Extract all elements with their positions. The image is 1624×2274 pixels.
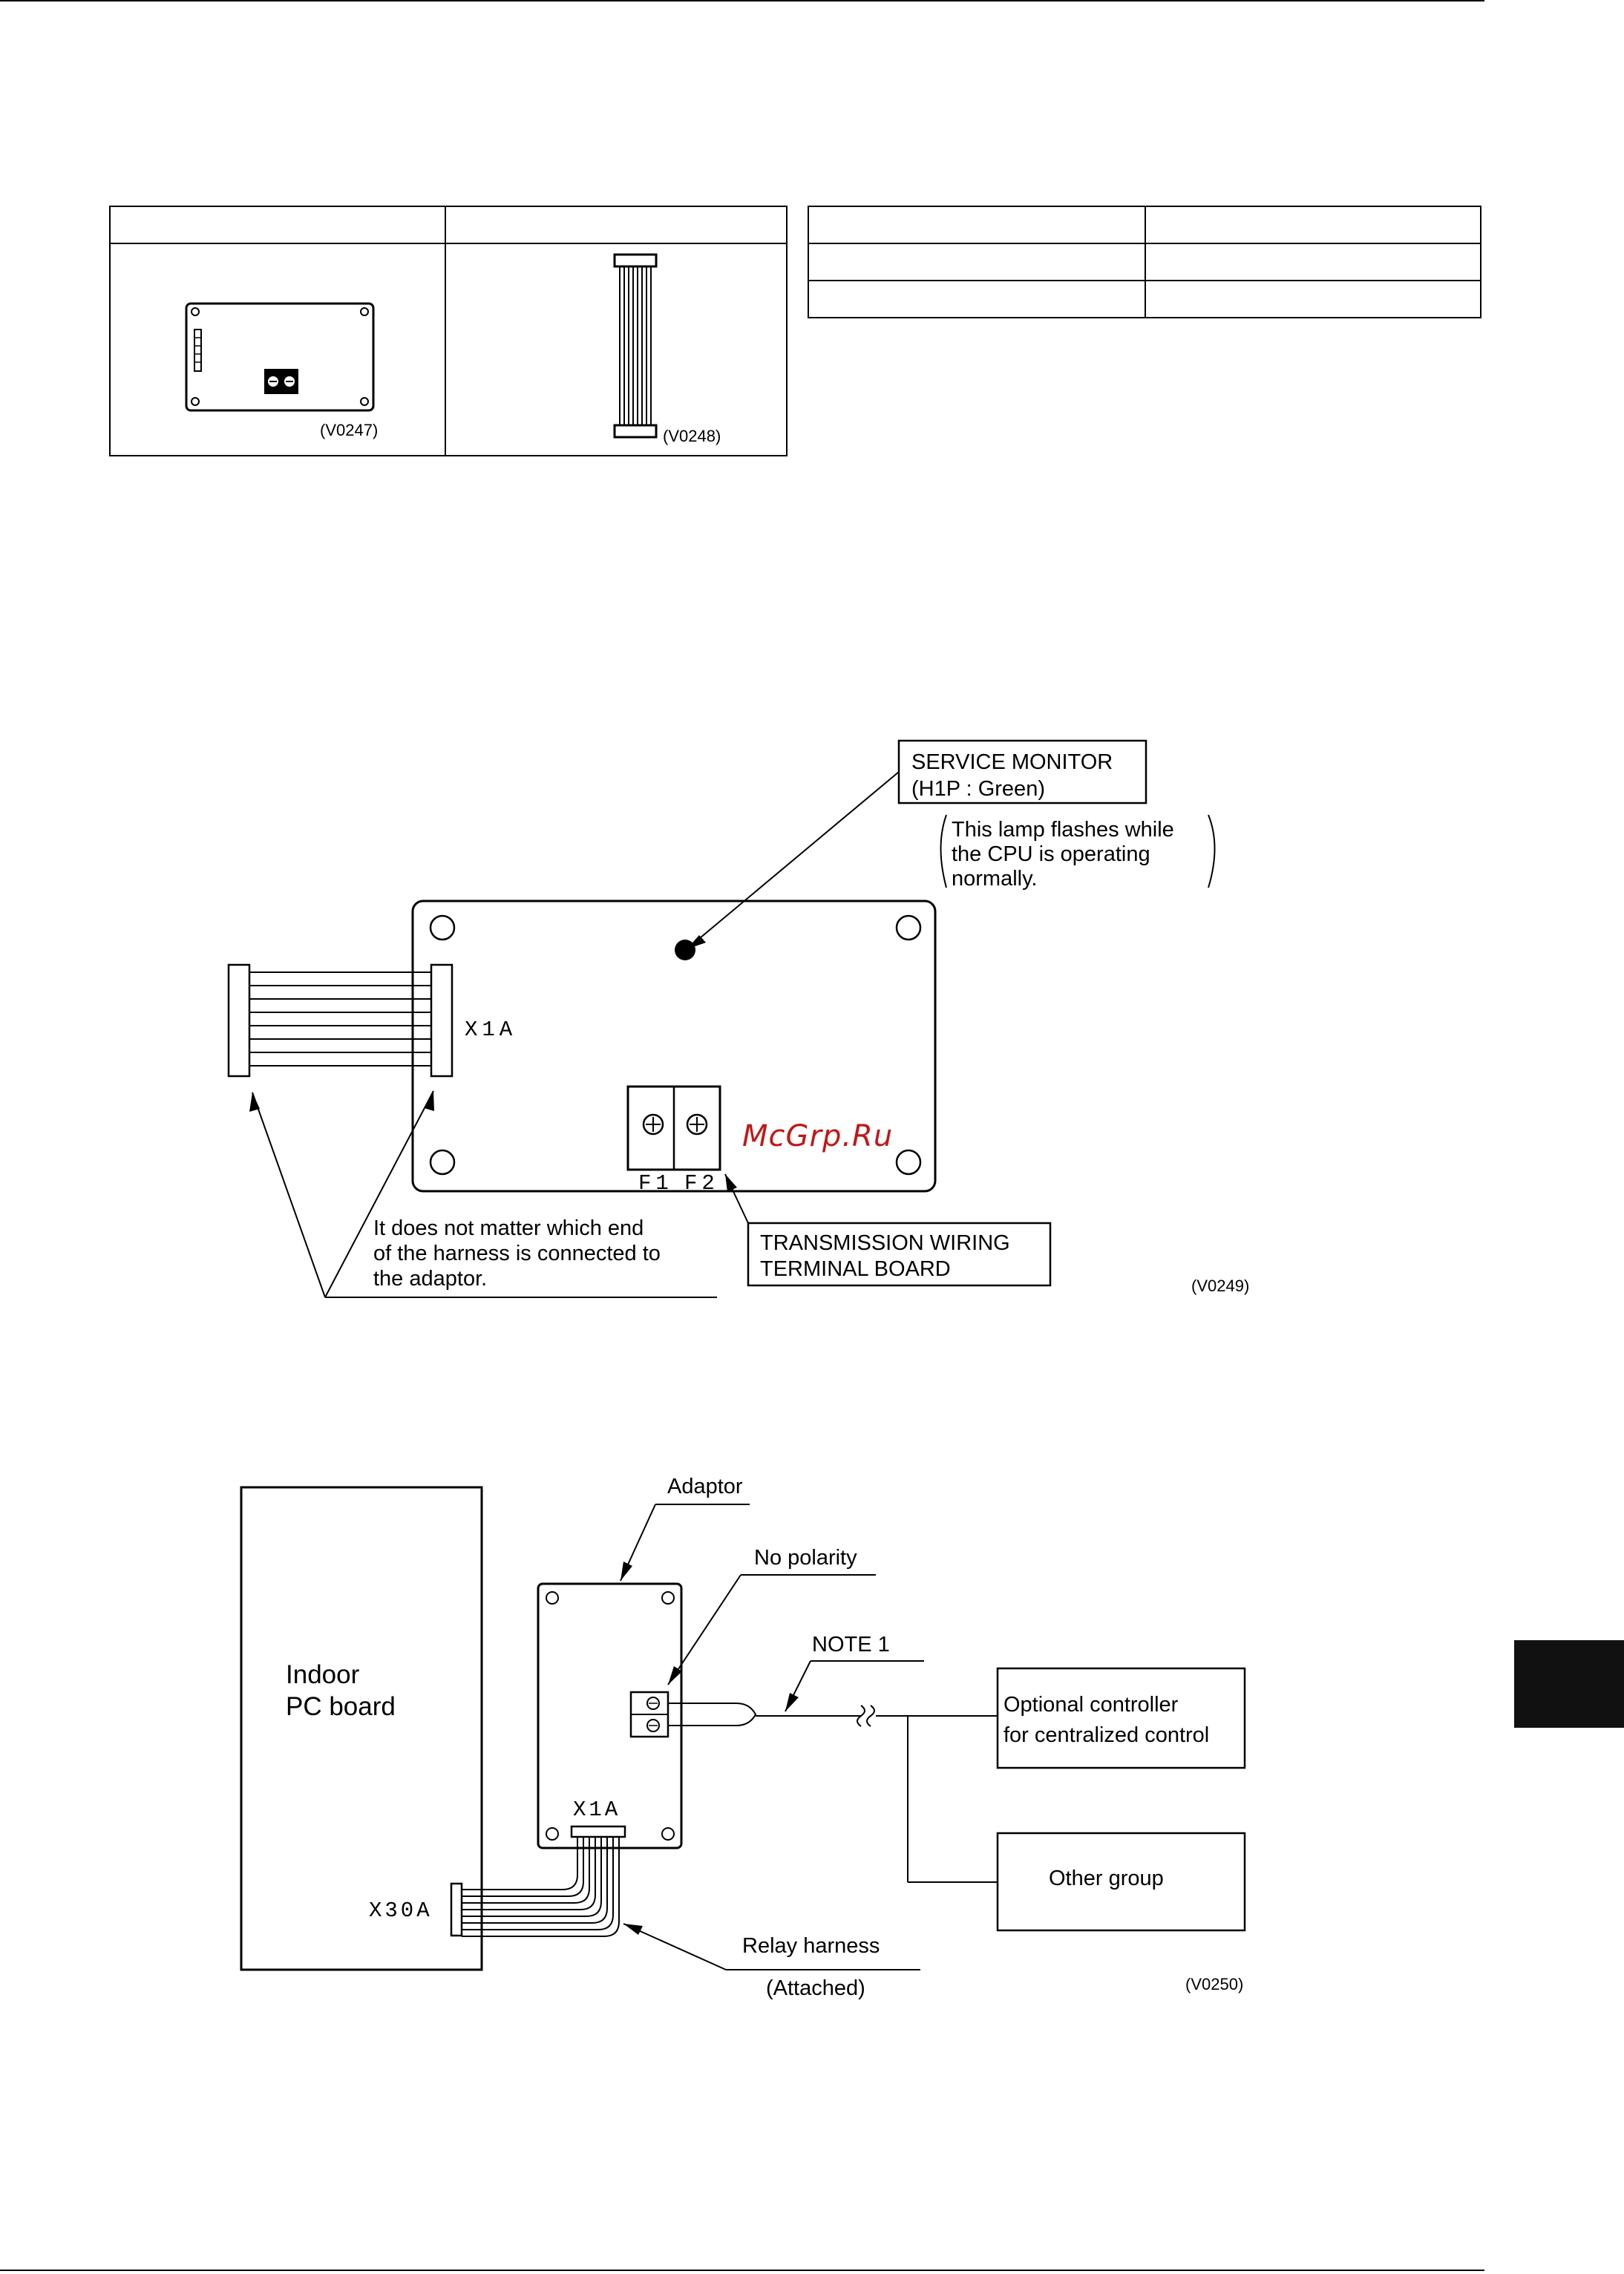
adaptor-pcb-image — [185, 302, 375, 412]
relay-harness-sublabel: (Attached) — [766, 1976, 865, 2000]
adaptor-pcb — [411, 900, 937, 1193]
adaptor-figure-code: (V0247) — [320, 421, 379, 439]
parts-cell-harness: (V0248) — [445, 243, 788, 456]
spec-cell — [808, 206, 1146, 244]
chapter-tab — [1514, 1640, 1624, 1728]
terminal-board-label: TRANSMISSION WIRING — [760, 1231, 1010, 1255]
indoor-board-label: Indoor — [286, 1660, 360, 1689]
harness-note-line: of the harness is connected to — [373, 1242, 661, 1265]
harness-figure-code: (V0248) — [663, 427, 721, 445]
harness-wires — [249, 971, 431, 1066]
connector-x30a-label: X30A — [369, 1898, 433, 1923]
footer-rule — [0, 2270, 1484, 2271]
optional-controller-label: Optional controller — [1003, 1693, 1179, 1717]
other-group-box — [996, 1832, 1246, 1932]
spec-cell — [808, 243, 1146, 281]
service-monitor-led — [675, 940, 695, 960]
optional-controller-box — [996, 1667, 1246, 1769]
parts-header-harness — [445, 206, 788, 244]
transmission-wire — [668, 1703, 757, 1726]
watermark-text: McGrp.Ru — [742, 1119, 894, 1153]
adaptor-board — [537, 1582, 683, 1849]
figure-code-v0249: (V0249) — [1191, 1277, 1249, 1295]
figure-code-v0250: (V0250) — [1185, 1975, 1243, 1993]
note1-label: NOTE 1 — [812, 1633, 890, 1657]
no-polarity-label: No polarity — [754, 1546, 857, 1570]
connector-x1a — [430, 963, 454, 1078]
parts-cell-adaptor: (V0247) — [109, 243, 446, 456]
indoor-pc-board — [240, 1486, 483, 1971]
optional-controller-label: for centralized control — [1003, 1723, 1209, 1747]
terminal-f1-label: F1 — [638, 1171, 673, 1196]
connector-x30a — [450, 1882, 463, 1937]
service-monitor-sublabel: (H1P : Green) — [911, 777, 1045, 801]
harness-note-line: It does not matter which end — [373, 1216, 644, 1240]
header-rule — [0, 0, 1484, 1]
adaptor-label: Adaptor — [667, 1475, 743, 1498]
parts-table: (V0247) (V0248) — [109, 206, 788, 456]
spec-cell — [1145, 206, 1481, 244]
indoor-board-label: PC board — [286, 1692, 396, 1721]
parts-header-adaptor — [109, 206, 446, 244]
lamp-note-line: normally. — [952, 867, 1038, 891]
lamp-note-line: This lamp flashes while — [952, 818, 1174, 842]
spec-cell — [1145, 243, 1481, 281]
terminal-board-label: TERMINAL BOARD — [760, 1257, 951, 1281]
connector-x1a-label: X1A — [465, 1018, 517, 1042]
harness-free-end — [227, 963, 251, 1078]
terminal-board-label-box — [747, 1222, 1052, 1287]
other-group-label: Other group — [1049, 1867, 1164, 1890]
connector-x1a — [570, 1825, 626, 1838]
relay-harness-wires — [462, 1837, 620, 1937]
connection-diagram: Indoor PC board X30A X1A Adaptor No pola… — [240, 1475, 1246, 2000]
spec-table — [808, 206, 1481, 318]
spec-cell — [1145, 280, 1481, 318]
spec-cell — [808, 280, 1146, 318]
harness-image — [613, 253, 658, 439]
relay-harness-label: Relay harness — [742, 1934, 880, 1958]
lamp-note-line: the CPU is operating — [952, 842, 1150, 866]
service-monitor-label: SERVICE MONITOR — [911, 750, 1113, 774]
harness-note-line: the adaptor. — [373, 1267, 487, 1291]
adaptor-layout-diagram: SERVICE MONITOR (H1P : Green) This lamp … — [227, 739, 1249, 1298]
terminal-f2-label: F2 — [684, 1171, 719, 1196]
connector-x1a-label: X1A — [573, 1798, 621, 1822]
